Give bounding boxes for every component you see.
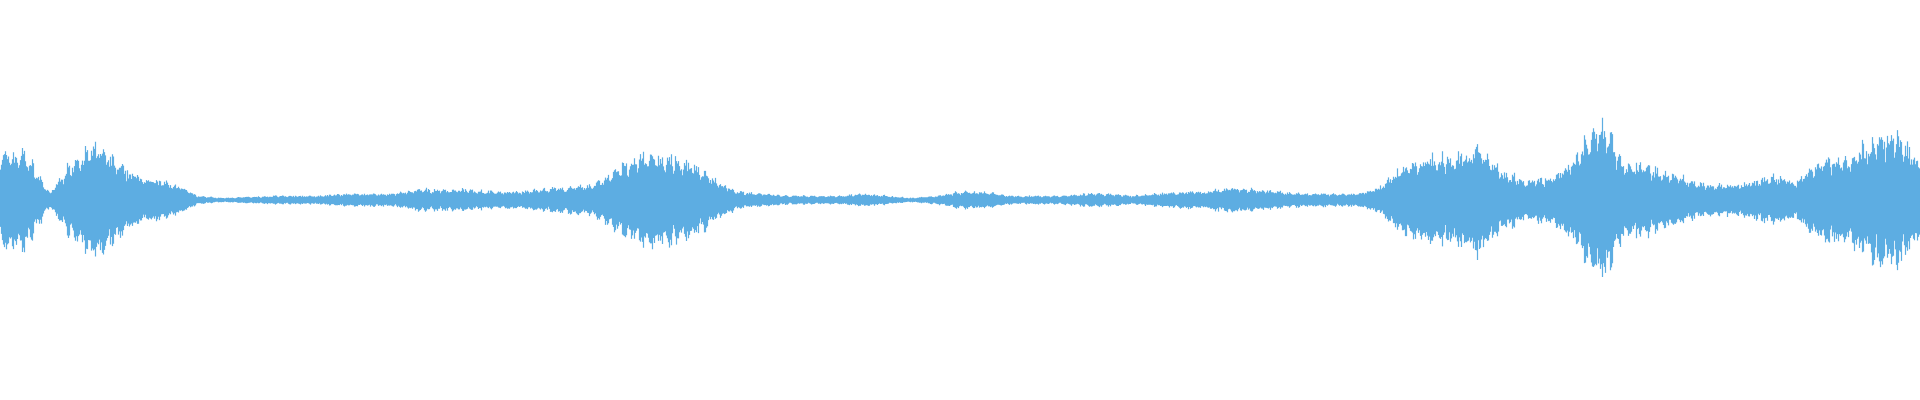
waveform-path <box>0 117 1920 277</box>
